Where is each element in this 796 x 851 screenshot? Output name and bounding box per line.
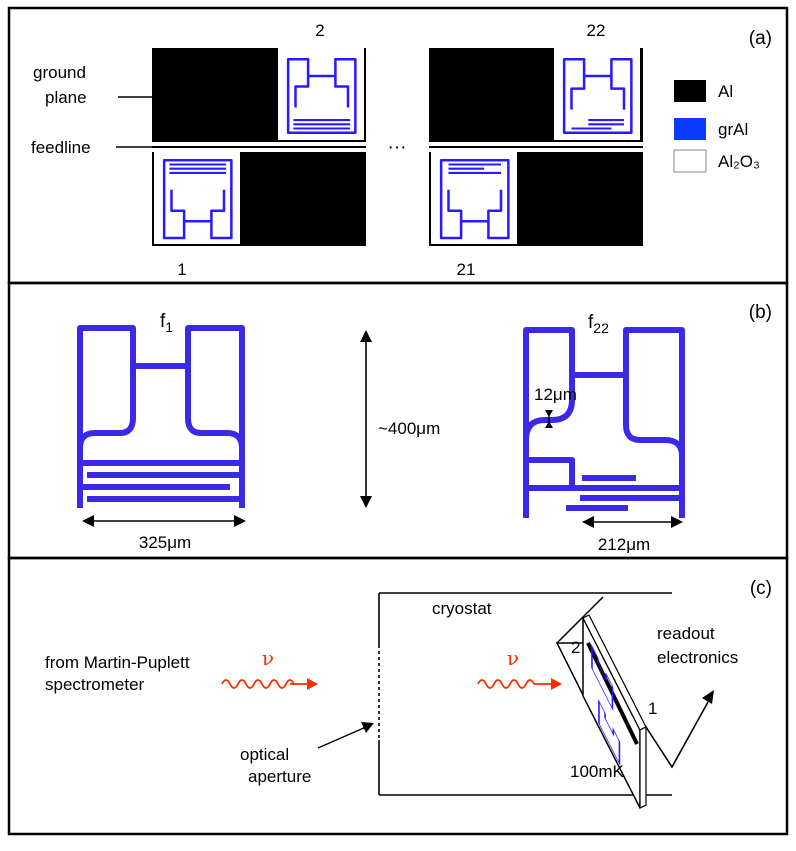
temperature-label: 100mK (570, 762, 625, 781)
chip-resonator-1 (598, 699, 621, 766)
height-arrow (360, 330, 372, 508)
resonator-21 (439, 159, 510, 240)
height-label: ~400μm (378, 419, 440, 438)
chips-ellipsis: ··· (388, 137, 407, 158)
cryostat-label: cryostat (432, 599, 492, 618)
width-212-label: 212μm (598, 535, 650, 554)
legend: Al grAl Al₂O₃ (673, 80, 760, 173)
chip-resonator-2 (591, 644, 614, 711)
readout-label-line1: readout (657, 624, 715, 643)
photon-wave-inside (477, 678, 562, 690)
resonator-2 (286, 57, 357, 134)
resonator-number-2: 2 (315, 21, 324, 40)
readout-label-line2: electronics (657, 648, 738, 667)
chip-holder (555, 596, 647, 809)
gap-12-label: 12μm (534, 385, 577, 404)
resonator-22 (562, 57, 633, 134)
f1-label: f1 (160, 311, 173, 335)
photon-wave-outside (221, 678, 318, 690)
feedline-right (429, 146, 643, 148)
resonator-number-1: 1 (177, 260, 186, 279)
aperture-pointer-arrow (317, 722, 374, 749)
resonator-f22-large (523, 327, 685, 518)
port-2-label: 2 (571, 638, 580, 657)
panel-c-frame (7, 556, 789, 836)
source-label-line2: spectrometer (45, 675, 145, 694)
legend-label-al2o3: Al₂O₃ (718, 152, 760, 171)
resonator-1-window (154, 152, 240, 244)
nu-symbol-inside: ν (507, 646, 519, 670)
width-212-arrow (582, 516, 683, 528)
width-325-label: 325μm (139, 533, 191, 552)
port-1-label: 1 (648, 699, 657, 718)
resonator-f1-large (77, 325, 245, 508)
legend-swatch-al2o3 (673, 149, 707, 173)
resonator-2-window (278, 48, 364, 140)
panel-b-label: (b) (749, 302, 772, 323)
width-325-arrow (82, 515, 246, 527)
resonator-1 (162, 159, 233, 240)
ground-label-line2: plane (45, 88, 87, 107)
legend-label-al: Al (718, 82, 733, 101)
readout-wire (645, 690, 714, 769)
legend-swatch-al (674, 80, 706, 102)
legend-label-gral: grAl (718, 120, 748, 139)
chip-left (152, 48, 366, 246)
resonator-number-22: 22 (587, 21, 606, 40)
feedline-gap (152, 142, 366, 146)
panel-a-label: (a) (749, 28, 772, 49)
aperture-label-line2: aperture (248, 767, 311, 786)
feedline-label: feedline (31, 138, 91, 157)
gap-12-marker (545, 410, 553, 428)
ground-label-line1: ground (33, 63, 86, 82)
f22-label: f22 (588, 312, 609, 336)
source-label-line1: from Martin-Puplett (45, 653, 190, 672)
resonator-number-21: 21 (457, 260, 476, 279)
aperture-label-line1: optical (240, 745, 289, 764)
resonator-21-window (431, 152, 517, 244)
legend-swatch-gral (674, 118, 706, 140)
panel-c-label: (c) (750, 578, 772, 599)
feedline-left (152, 146, 366, 148)
resonator-22-window (554, 48, 640, 140)
chip-right (429, 48, 643, 246)
cryostat-box (378, 592, 672, 796)
nu-symbol-outside: ν (262, 646, 274, 670)
